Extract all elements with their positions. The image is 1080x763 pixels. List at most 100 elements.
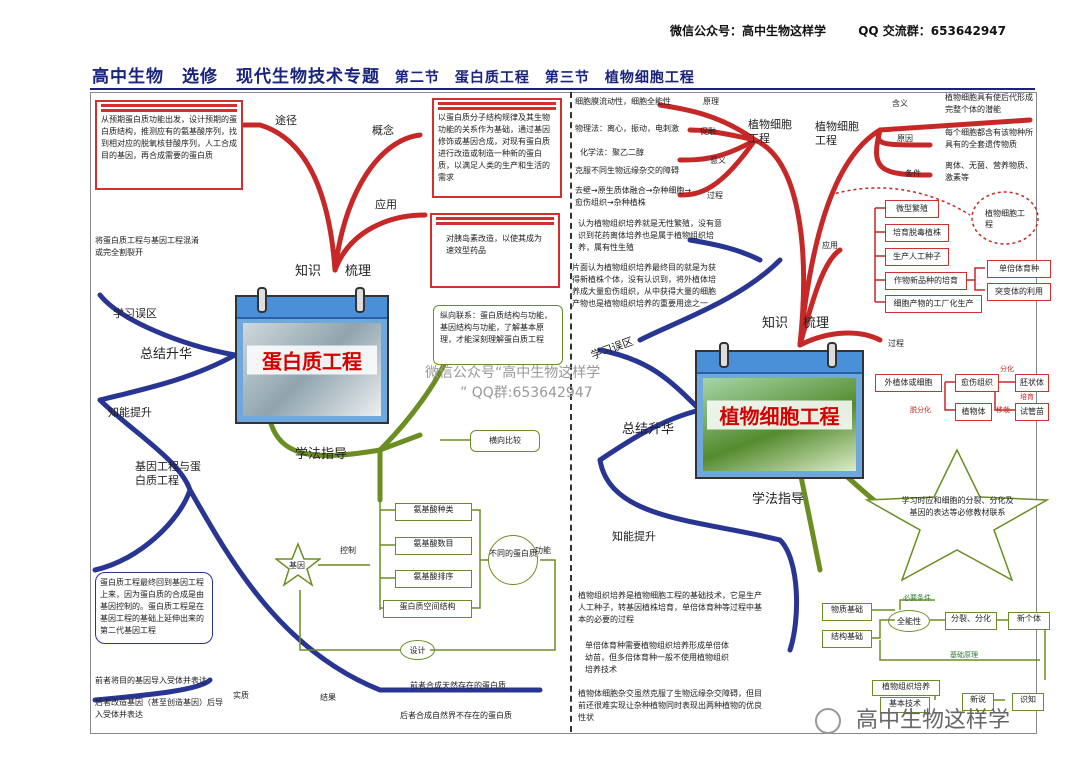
label-condition: 条件 xyxy=(905,169,921,178)
protein-structure: 蛋白质空间结构 xyxy=(383,600,472,618)
right-app-thin-lines xyxy=(874,207,1015,411)
left-knowledge-branches xyxy=(167,122,428,273)
label-summary-r: 总结升华 xyxy=(622,422,675,437)
basis-tissue: 植物组织培养 xyxy=(872,680,940,696)
app-virus-free: 培育脱毒植株 xyxy=(885,224,949,242)
chemical-method: 化学法：聚乙二醇 xyxy=(580,148,644,157)
label-procl: 过程 xyxy=(888,339,904,348)
plant-card-title: 植物细胞工程 xyxy=(707,400,852,429)
watermark-line2: ” QQ群:653642947 xyxy=(460,385,593,401)
app-factory: 细胞产物的工厂化生产 xyxy=(885,295,982,313)
card-ring xyxy=(719,342,729,368)
concept-text-r: 植物细胞具有使后代形成完整个体的潜能 xyxy=(945,93,1033,114)
apply-text: 对胰岛素改造，以使其成为速效型药品 xyxy=(446,234,542,255)
protein-card: 蛋白质工程 xyxy=(235,287,389,424)
path-box: 从预期蛋白质功能出发，设计预期的蛋白质结构，推测应有的氨基酸序列，找到相对应的脱… xyxy=(95,100,243,190)
app-breed: 作物新品种的培育 xyxy=(885,272,967,290)
concept-text: 以蛋白质分子结构规律及其生物功能的关系作为基础，通过基因修饰或基因合成，对现有蛋… xyxy=(438,113,550,182)
ability1-text: 植物组织培养是植物细胞工程的基础技术，它是生产人工种子，转基因植株培育，单倍体育… xyxy=(578,591,762,624)
basis-xinshuo: 新说 xyxy=(962,693,994,711)
aa-order: 氨基酸排序 xyxy=(395,570,472,588)
label-concept: 概念 xyxy=(372,124,394,137)
basis-new: 新个体 xyxy=(1008,612,1050,630)
physical-method: 物理法：离心，振动，电刺激 xyxy=(575,124,679,133)
card-ring xyxy=(257,287,267,313)
mistake-text: 将蛋白质工程与基因工程混淆或完全割裂开 xyxy=(95,236,199,257)
watermark-line1: 微信公众号“高中生物这样学 xyxy=(425,365,601,381)
gene-box: 蛋白质工程最终回到基因工程上来，因为蛋白质的合成是由基因控制的。蛋白质工程是在基… xyxy=(95,572,213,644)
basis-structure: 结构基础 xyxy=(822,630,872,648)
basis-principle: 基础原理 xyxy=(950,651,978,659)
tag-diff: 分化 xyxy=(1000,365,1014,373)
protein-card-title: 蛋白质工程 xyxy=(247,345,377,374)
label-method: 学法指导 xyxy=(295,447,348,462)
label-ability-r: 知能提升 xyxy=(612,530,656,543)
basis-totipotency: 全能性 xyxy=(888,610,930,632)
left-method-thin-lines xyxy=(299,439,556,651)
label-knowledge: 知识 xyxy=(295,264,322,279)
label-apply: 应用 xyxy=(375,198,397,211)
meaning-text: 克服不同生物远缘杂交的障碍 xyxy=(575,166,679,175)
label-result: 结果 xyxy=(320,693,336,702)
basis-divide: 分裂、分化 xyxy=(945,612,997,630)
label-essence: 实质 xyxy=(233,691,249,700)
label-fusion: 植物细胞工程 xyxy=(748,118,792,145)
essence1: 前者将目的基因导入受体并表达 xyxy=(95,676,207,685)
plant-card: 植物细胞工程 xyxy=(695,342,864,479)
label-apply-r: 应用 xyxy=(822,241,838,250)
link-box: 纵向联系：蛋白质结构与功能，基因结构与功能，了解基本原理，才能深刻理解蛋白质工程 xyxy=(433,305,563,365)
app-seed: 生产人工种子 xyxy=(885,248,949,266)
label-principle: 原理 xyxy=(703,97,719,106)
tag-cultivate: 培育 xyxy=(1020,393,1034,401)
label-control: 控制 xyxy=(340,546,356,555)
label-summary: 总结升华 xyxy=(140,347,193,362)
label-gene: 基因工程与蛋白质工程 xyxy=(135,460,201,487)
mistake2-text: 片面认为植物组织培养最终目的就是为获得新植株个体，没有认识到，将外植体培养成大量… xyxy=(572,263,716,308)
label-comb: 梳理 xyxy=(345,264,372,279)
center-divider xyxy=(570,92,572,732)
gene-star-label: 基因 xyxy=(289,561,305,570)
mistake1-text: 认为植物组织培养就是无性繁殖，没有意识到花药离体培养也是属于植物组织培养，属有性… xyxy=(578,219,722,252)
card-top-bar xyxy=(237,297,387,319)
breed-mutant: 突变体的利用 xyxy=(987,283,1051,301)
result2: 后者合成自然界不存在的蛋白质 xyxy=(400,711,512,720)
condition-text: 离体、无菌、营养物质、激素等 xyxy=(945,161,1033,182)
right-knowledge-branches xyxy=(657,102,1033,348)
gene-star-icon xyxy=(275,542,321,587)
principle-text: 细胞膜流动性，细胞全能性 xyxy=(575,97,671,106)
label-knowledge-r: 知识 xyxy=(762,316,789,331)
aa-kind: 氨基酸种类 xyxy=(395,503,472,521)
page-title: 高中生物 选修 现代生物技术专题 第二节 蛋白质工程 第三节 植物细胞工程 xyxy=(92,62,695,87)
star-text: 学习时应和细胞的分裂、分化及基因的表达等必修教材联系 xyxy=(901,496,1014,517)
footer-text: 高中生物这样学 xyxy=(856,708,1011,733)
app-micro: 微型繁殖 xyxy=(885,200,939,218)
breed-haploid: 单倍体育种 xyxy=(987,260,1051,278)
label-concept-r: 含义 xyxy=(892,99,908,108)
basis-material: 物质基础 xyxy=(822,603,872,621)
ability2-text: 单倍体育种需要植物组织培养形成单倍体幼苗，但多倍体育种一般不使用植物组织培养技术 xyxy=(585,641,729,674)
star-shape xyxy=(864,448,1050,582)
right-summary-branches xyxy=(597,237,799,653)
label-method-r: 学法指导 xyxy=(752,492,805,507)
label-comb-r: 梳理 xyxy=(803,316,830,331)
right-basis-thin-lines xyxy=(870,599,1046,701)
dashed-link xyxy=(829,187,971,216)
tag-transplant: 移栽 xyxy=(996,406,1010,414)
header-wechat: 微信公众号：高中生物这样学 xyxy=(670,24,827,38)
label-ability: 知能提升 xyxy=(108,406,152,419)
tag-dediff: 脱分化 xyxy=(910,406,931,414)
basis-tech: 基本技术 xyxy=(880,697,930,713)
design-oval: 设计 xyxy=(400,640,435,660)
left-summary-branches xyxy=(92,292,543,703)
dashed-ellipse xyxy=(971,191,1039,245)
basis-necessary: 必要条件 xyxy=(903,594,931,602)
card-ring xyxy=(827,342,837,368)
proc-seedling: 试管苗 xyxy=(1015,403,1049,421)
label-cell-eng: 植物细胞工程 xyxy=(985,209,1025,229)
apply-box: 对胰岛素改造，以使其成为速效型药品 xyxy=(430,213,560,288)
compare-box: 横向比较 xyxy=(470,430,540,452)
title-sub: 第二节 蛋白质工程 第三节 植物细胞工程 xyxy=(394,70,695,86)
concept-box: 以蛋白质分子结构规律及其生物功能的关系作为基础，通过基因修饰或基因合成，对现有蛋… xyxy=(432,98,562,198)
process-text: 去壁→原生质体融合→杂种细胞→愈伤组织→杂种植株 xyxy=(575,186,692,207)
path-text: 从预期蛋白质功能出发，设计预期的蛋白质结构，推测应有的氨基酸序列，找到相对应的脱… xyxy=(101,115,237,160)
